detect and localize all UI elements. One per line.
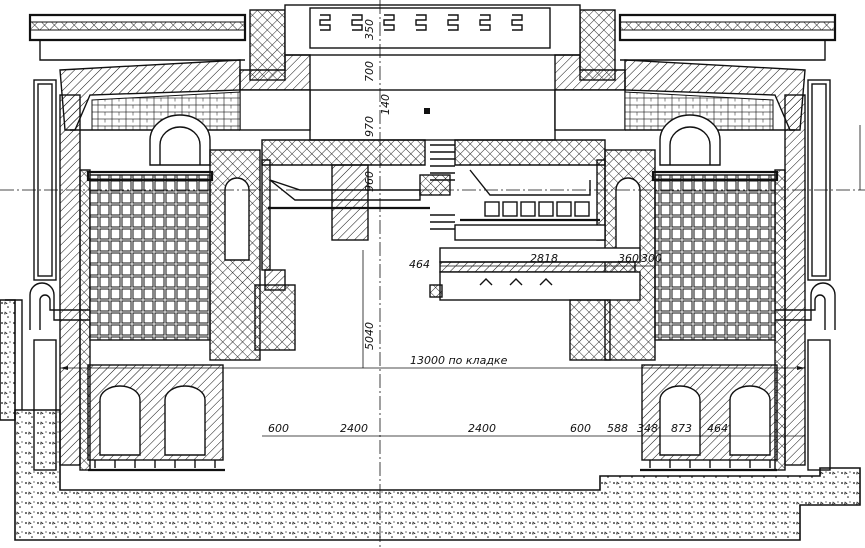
dim-width-total: 13000 по кладке xyxy=(410,354,508,367)
roof-left xyxy=(28,13,247,61)
bottom-flue-right xyxy=(640,364,778,472)
dim-960: 960 xyxy=(363,171,376,192)
outer-casing xyxy=(33,79,831,471)
dim-600-right: 600 xyxy=(570,422,591,435)
upper-arch-right xyxy=(659,114,721,166)
side-pipe-right xyxy=(775,282,836,330)
side-pipe-left xyxy=(29,282,90,330)
dim-464-bottom: 464 xyxy=(707,422,728,435)
checker-left xyxy=(86,149,261,361)
checker-right xyxy=(604,149,779,361)
stepped-arch-left xyxy=(59,59,241,131)
central-chamber xyxy=(261,139,606,271)
top-stack xyxy=(239,4,626,141)
dim-348: 348 xyxy=(637,422,658,435)
bottom-flue-left xyxy=(87,364,225,472)
stepped-arch-right xyxy=(624,59,806,131)
grate-row xyxy=(484,201,590,217)
dim-360: 360 xyxy=(618,252,639,265)
roof-right xyxy=(618,13,837,61)
dim-970: 970 xyxy=(363,116,376,137)
dim-600-left: 600 xyxy=(268,422,289,435)
dim-464-mid: 464 xyxy=(409,258,430,271)
dim-2400-left: 2400 xyxy=(340,422,368,435)
upper-arch-left xyxy=(149,114,211,166)
dim-873: 873 xyxy=(671,422,692,435)
top-zigzag-row xyxy=(319,14,523,31)
dim-2818: 2818 xyxy=(530,252,558,265)
dim-5040: 5040 xyxy=(363,322,376,350)
dim-588: 588 xyxy=(607,422,628,435)
mid-flue xyxy=(429,247,641,301)
dimension-lines xyxy=(60,250,805,437)
foundation-slab xyxy=(0,299,861,541)
dim-700: 700 xyxy=(363,61,376,82)
dim-140: 140 xyxy=(379,94,392,115)
dim-350: 350 xyxy=(363,19,376,40)
dim-2400-right: 2400 xyxy=(468,422,496,435)
lower-piers xyxy=(254,269,611,361)
dim-300: 300 xyxy=(641,252,662,265)
